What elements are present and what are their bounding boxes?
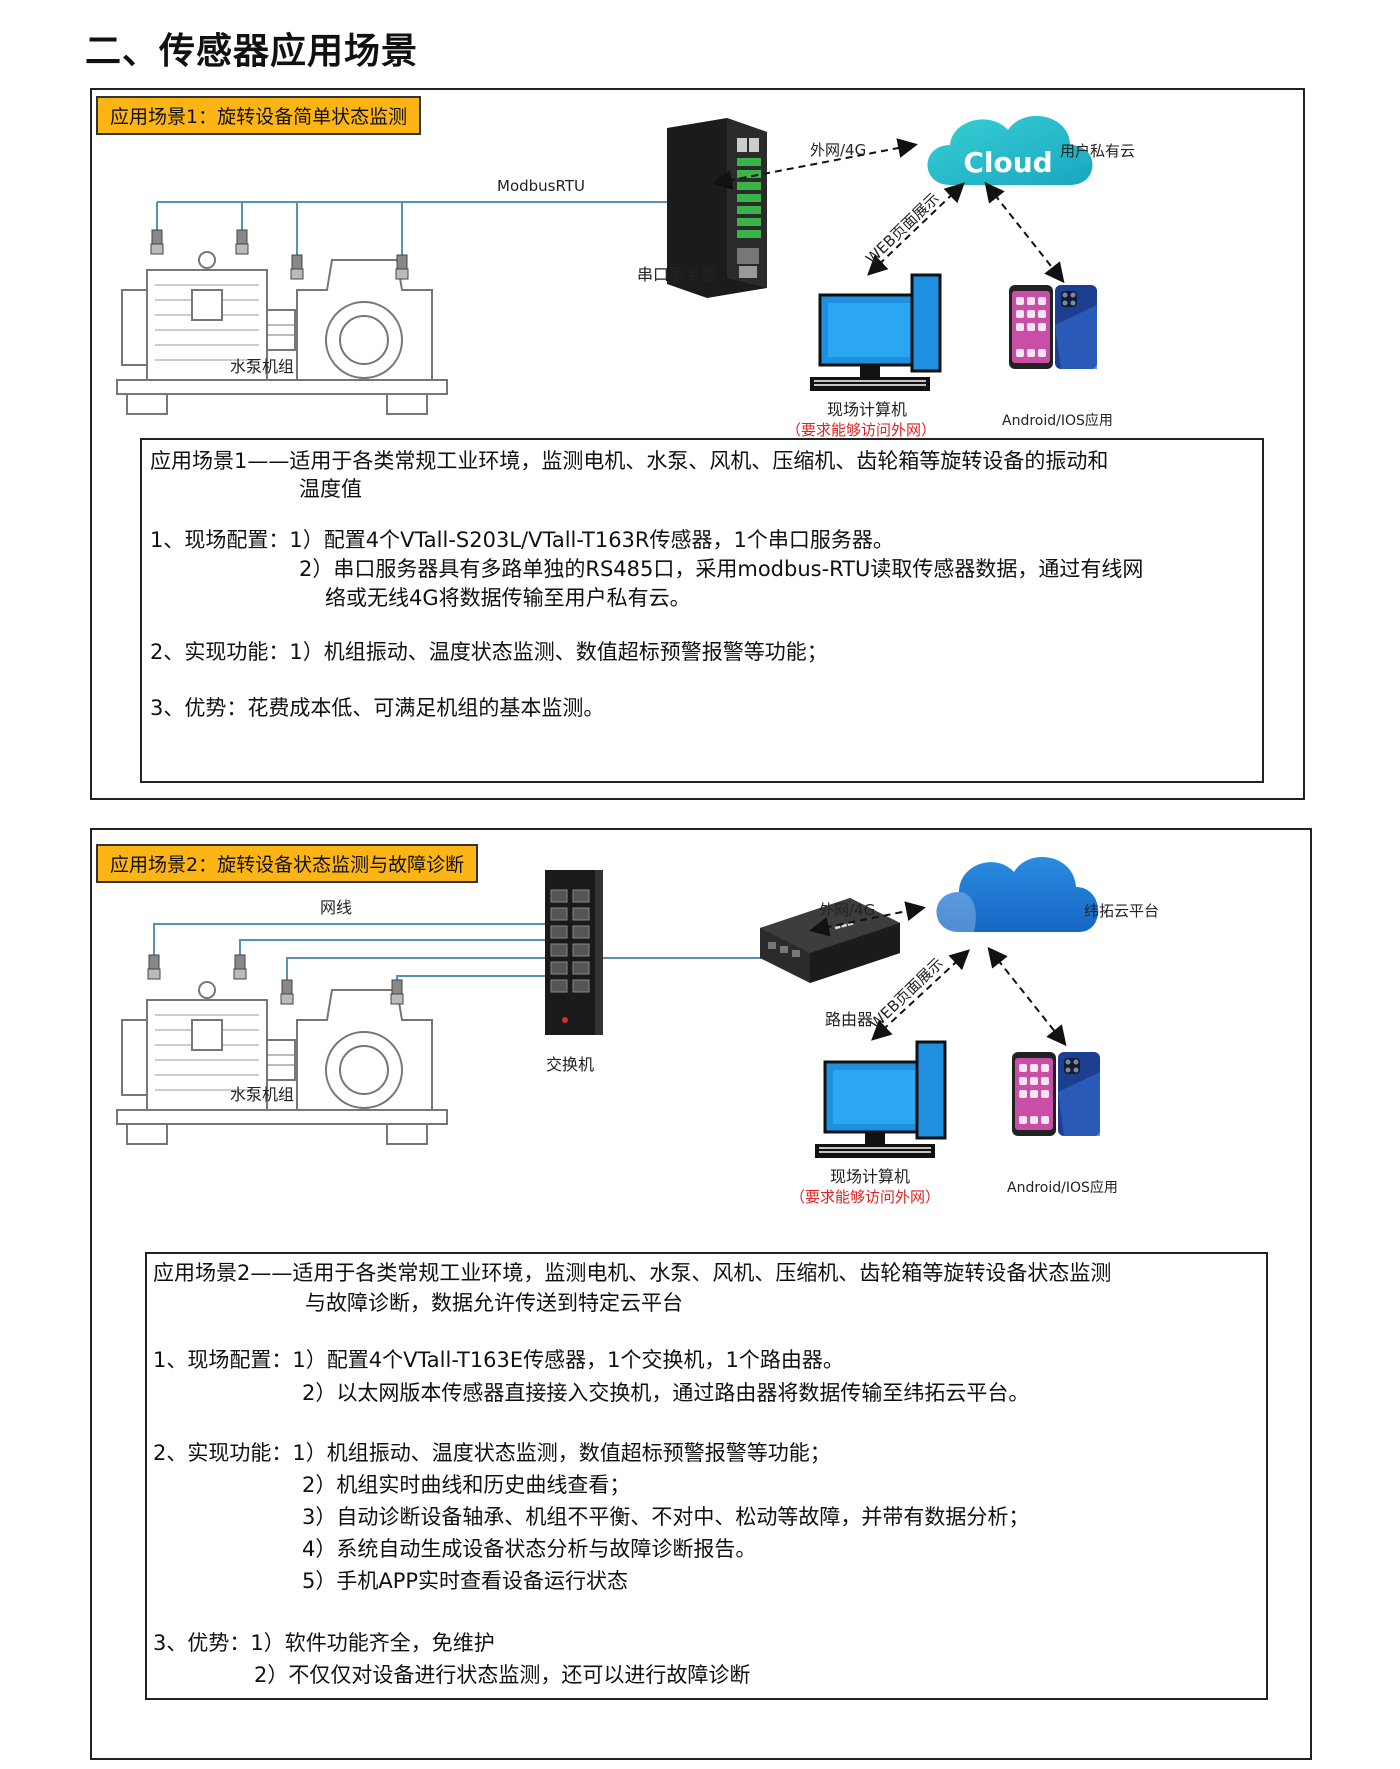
scenario-2-panel: 网线 水泵机组 交换机 — [90, 828, 1312, 1760]
desc-advantage-line-2: 2）不仅仅对设备进行状态监测，还可以进行故障诊断 — [254, 1663, 751, 1687]
desc-config-line-1: 1、现场配置：1）配置4个VTall-S203L/VTall-T163R传感器，… — [150, 528, 894, 552]
modbus-label: ModbusRTU — [497, 177, 585, 195]
web-link — [871, 949, 970, 1041]
web-label: WEB页面展示 — [866, 954, 947, 1033]
network-link — [712, 138, 918, 190]
desc-function-line-3: 3）自动诊断设备轴承、机组不平衡、不对中、松动等故障，并带有数据分析； — [302, 1505, 1030, 1529]
network-link — [809, 901, 926, 937]
scenario-1-description: 应用场景1——适用于各类常规工业环境，监测电机、水泵、风机、压缩机、齿轮箱等旋转… — [140, 438, 1264, 783]
computer-label: 现场计算机 — [827, 400, 907, 419]
ethernet-cables — [153, 923, 765, 980]
scenario-1-diagram: ModbusRTU 水泵机组 串口服务器 — [116, 115, 1135, 439]
desc-function-line-1: 2、实现功能：1）机组振动、温度状态监测，数值超标预警报警等功能； — [153, 1441, 831, 1465]
network-label: 外网/4G — [810, 141, 866, 159]
cloud-icon: Cloud — [927, 115, 1093, 185]
scenario-2-diagram: 网线 水泵机组 交换机 — [116, 856, 1159, 1206]
desc-advantage-line-1: 3、优势：1）软件功能齐全，免维护 — [153, 1631, 495, 1655]
web-label: WEB页面展示 — [862, 189, 943, 268]
scenario-2-description: 应用场景2——适用于各类常规工业环境，监测电机、水泵、风机、压缩机、齿轮箱等旋转… — [145, 1252, 1268, 1700]
cloud-label: 纬拓云平台 — [1084, 902, 1159, 920]
computer-note: （要求能够访问外网） — [790, 1188, 940, 1206]
page-title: 二、传感器应用场景 — [85, 31, 419, 72]
monitor-icon — [813, 1040, 947, 1160]
network-label: 外网/4G — [819, 901, 875, 919]
cloud-label: 用户私有云 — [1060, 142, 1135, 160]
mobile-label: Android/IOS应用 — [1007, 1179, 1118, 1196]
mobile-link — [987, 946, 1067, 1047]
desc-function-line-1: 2、实现功能：1）机组振动、温度状态监测、数值超标预警报警等功能； — [150, 640, 828, 664]
web-link — [867, 182, 965, 276]
desc-config-line-1: 1、现场配置：1）配置4个VTall-T163E传感器，1个交换机，1个路由器。 — [153, 1348, 844, 1372]
cloud-logo-text: Cloud — [963, 146, 1052, 179]
smartphone-icon — [1012, 1052, 1100, 1136]
serial-server-label: 串口服务器 — [637, 265, 717, 284]
scenario-1-badge: 应用场景1：旋转设备简单状态监测 — [96, 96, 422, 135]
scenario-1-panel: ModbusRTU 水泵机组 串口服务器 — [90, 88, 1305, 800]
desc-config-line-2: 2）以太网版本传感器直接接入交换机，通过路由器将数据传输至纬拓云平台。 — [302, 1381, 1030, 1405]
computer-note: （要求能够访问外网） — [786, 421, 936, 439]
smartphone-icon — [1009, 285, 1097, 369]
computer-label: 现场计算机 — [830, 1167, 910, 1186]
desc-title-line-2: 与故障诊断，数据允许传送到特定云平台 — [305, 1291, 683, 1315]
desc-title-line-2: 温度值 — [299, 477, 362, 501]
desc-title-line-1: 应用场景2——适用于各类常规工业环境，监测电机、水泵、风机、压缩机、齿轮箱等旋转… — [153, 1261, 1112, 1285]
cable-label: 网线 — [320, 898, 352, 917]
desc-config-line-2: 2）串口服务器具有多路单独的RS485口，采用modbus-RTU读取传感器数据… — [299, 557, 1144, 581]
mobile-label: Android/IOS应用 — [1002, 412, 1113, 429]
network-switch-icon — [545, 870, 603, 1035]
desc-advantage-line-1: 3、优势：花费成本低、可满足机组的基本监测。 — [150, 696, 605, 720]
desc-function-line-2: 2）机组实时曲线和历史曲线查看； — [302, 1473, 631, 1497]
pump-label: 水泵机组 — [230, 1085, 294, 1104]
desc-function-line-5: 5）手机APP实时查看设备运行状态 — [302, 1569, 629, 1593]
pump-label: 水泵机组 — [230, 357, 294, 376]
mobile-link — [984, 181, 1065, 284]
desc-function-line-4: 4）系统自动生成设备状态分析与故障诊断报告。 — [302, 1537, 757, 1561]
router-label: 路由器 — [825, 1010, 873, 1029]
modbus-cable — [156, 201, 667, 255]
cloud-icon — [936, 856, 1099, 932]
motor-pump-unit — [116, 981, 448, 1145]
monitor-icon — [808, 273, 942, 393]
switch-label: 交换机 — [546, 1055, 594, 1074]
desc-title-line-1: 应用场景1——适用于各类常规工业环境，监测电机、水泵、风机、压缩机、齿轮箱等旋转… — [150, 449, 1109, 473]
desc-config-line-3: 络或无线4G将数据传输至用户私有云。 — [325, 586, 691, 610]
scenario-2-badge: 应用场景2：旋转设备状态监测与故障诊断 — [96, 844, 479, 883]
